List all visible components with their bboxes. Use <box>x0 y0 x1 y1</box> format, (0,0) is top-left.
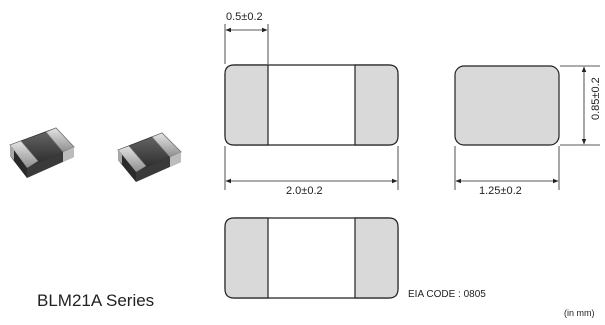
width-dimension: 1.25±0.2 <box>454 146 560 197</box>
side-view <box>454 65 560 146</box>
bottom-view <box>224 217 399 299</box>
bottom-view-left-electrode <box>224 217 269 299</box>
thickness-label: 0.85±0.2 <box>590 77 602 120</box>
units-note: (in mm) <box>564 308 595 318</box>
electrode-width-label: 0.5±0.2 <box>226 11 263 23</box>
length-dimension: 2.0±0.2 <box>224 146 399 197</box>
chip-right <box>117 132 182 182</box>
length-label: 2.0±0.2 <box>286 185 323 197</box>
top-view-right-electrode <box>354 64 399 146</box>
eia-code: EIA CODE : 0805 <box>408 289 486 300</box>
chip-left <box>9 127 75 178</box>
thickness-dimension: 0.85±0.2 <box>560 65 602 146</box>
bottom-view-right-electrode <box>354 217 399 299</box>
electrode-width-dimension: 0.5±0.2 <box>224 11 269 64</box>
chip-photo <box>9 127 182 182</box>
top-view-left-electrode <box>224 64 269 146</box>
side-view-body <box>454 65 560 146</box>
top-view <box>224 64 399 146</box>
series-name: BLM21A Series <box>37 291 154 310</box>
width-label: 1.25±0.2 <box>479 185 522 197</box>
